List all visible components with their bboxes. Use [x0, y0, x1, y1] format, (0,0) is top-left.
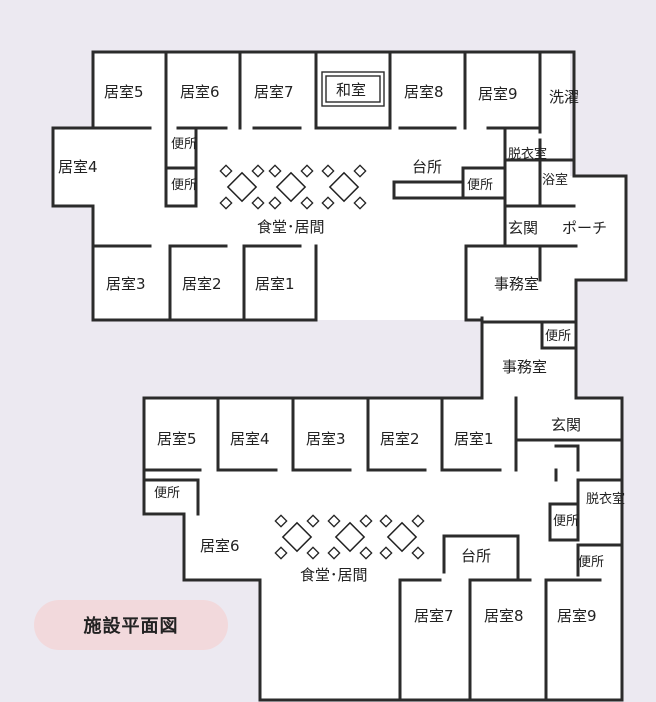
room-label: 居室9	[478, 85, 518, 103]
room-label: 居室9	[557, 607, 597, 625]
lower-dining-tables	[274, 514, 425, 560]
room-label: 食堂･居間	[300, 566, 368, 584]
room-label: 台所	[461, 547, 491, 565]
room-label: 居室8	[484, 607, 524, 625]
upper-dining-tables	[219, 164, 367, 210]
lower-labels: 居室5 居室4 居室3 居室2 居室1 玄関 便所 脱衣室 便所 便所 居室6 …	[154, 416, 625, 625]
lower-floor	[142, 396, 624, 702]
dining-table	[268, 164, 314, 210]
room-label: 便所	[171, 178, 197, 193]
room-label: 居室8	[404, 83, 444, 101]
dining-table	[219, 164, 265, 210]
room-label: 事務室	[502, 358, 547, 376]
room-label: 居室6	[200, 537, 240, 555]
upper-floor	[51, 50, 628, 400]
room-label: 居室1	[454, 430, 494, 448]
room-label: 便所	[545, 329, 571, 344]
legend-title: 施設平面図	[34, 600, 228, 650]
upper-labels: 居室5 居室6 居室7 和室 居室8 居室9 洗濯 居室4 居室3 居室2 居室…	[58, 81, 607, 376]
room-label: 居室6	[180, 83, 220, 101]
room-label: ポーチ	[562, 219, 607, 237]
room-label: 便所	[171, 137, 197, 152]
room-label: 居室7	[254, 83, 294, 101]
dining-table	[274, 514, 320, 560]
room-label: 玄関	[551, 416, 581, 434]
room-label: 事務室	[494, 275, 539, 293]
dining-table	[321, 164, 367, 210]
room-label: 居室3	[106, 275, 146, 293]
room-label: 和室	[336, 81, 366, 99]
room-label: 便所	[467, 178, 493, 193]
room-label: 浴室	[542, 172, 568, 188]
room-label: 便所	[553, 514, 579, 529]
room-label: 台所	[412, 158, 442, 176]
room-label: 便所	[578, 555, 604, 570]
room-label: 脱衣室	[586, 491, 625, 507]
room-label: 玄関	[508, 219, 538, 237]
room-label: 居室3	[306, 430, 346, 448]
room-label: 居室4	[230, 430, 270, 448]
room-label: 居室7	[414, 607, 454, 625]
room-label: 居室2	[182, 275, 222, 293]
room-label: 居室4	[58, 158, 98, 176]
room-label: 居室5	[157, 430, 197, 448]
room-label: 居室5	[104, 83, 144, 101]
room-label: 脱衣室	[508, 146, 547, 162]
dining-table	[379, 514, 425, 560]
dining-table	[327, 514, 373, 560]
room-label: 便所	[154, 486, 180, 501]
room-label: 居室1	[255, 275, 295, 293]
room-label: 洗濯	[549, 88, 579, 106]
room-label: 食堂･居間	[257, 218, 325, 236]
room-label: 居室2	[380, 430, 420, 448]
